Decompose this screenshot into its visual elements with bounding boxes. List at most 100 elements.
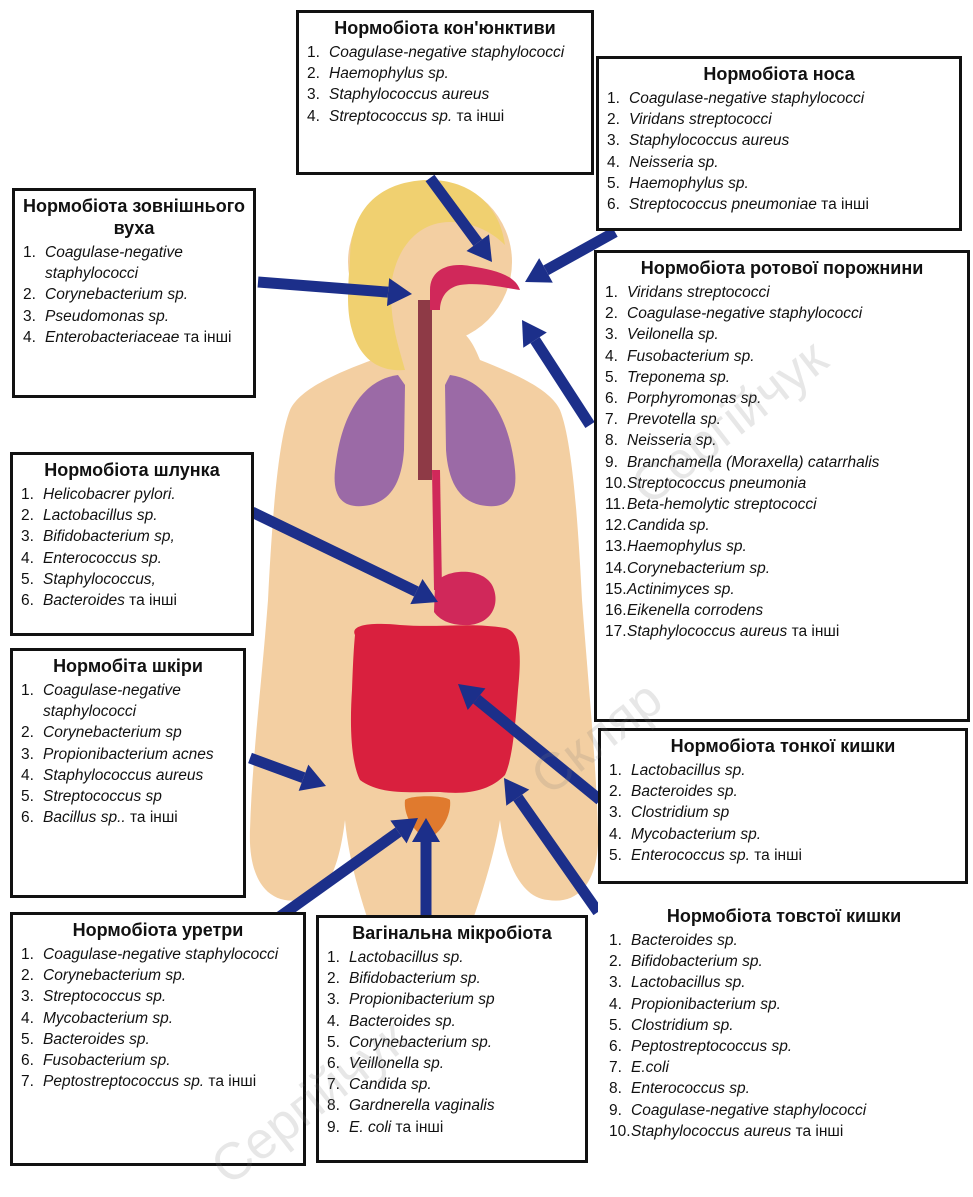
- species-name: Streptococcus sp.: [329, 108, 452, 125]
- item-number: 1.: [327, 947, 349, 968]
- item-number: 2.: [607, 109, 629, 130]
- species-name: Coagulase-negative staphylococci: [329, 44, 564, 61]
- box-urethra: Нормобіота уретри 1.Coagulase-negative s…: [10, 912, 306, 1166]
- species-name: Enterococcus sp.: [43, 550, 162, 567]
- item-number: 2.: [307, 63, 329, 84]
- microbe-item: 2.Bifidobacterium sp.: [609, 951, 959, 972]
- microbe-item: 6.Fusobacterium sp.: [21, 1050, 295, 1071]
- species-name: Bifidobacterium sp.: [631, 953, 763, 970]
- species-name: Bacteroides: [43, 592, 125, 609]
- microbe-item: 2.Corynebacterium sp.: [23, 284, 245, 305]
- species-name: Corynebacterium sp.: [627, 560, 770, 577]
- microbe-item: 8.Gardnerella vaginalis: [327, 1095, 577, 1116]
- microbe-item: 4.Enterococcus sp.: [21, 548, 243, 569]
- species-name: Enterococcus sp.: [631, 1080, 750, 1097]
- species-name: Mycobacterium sp.: [631, 826, 761, 843]
- species-name: Haemophylus sp.: [329, 65, 449, 82]
- microbe-item: 8.Enterococcus sp.: [609, 1078, 959, 1099]
- microbe-item: 2.Coagulase-negative staphylococci: [605, 303, 959, 324]
- item-number: 5.: [607, 173, 629, 194]
- species-name: E. coli: [349, 1119, 391, 1136]
- species-name: Clostridium sp.: [631, 1017, 734, 1034]
- microbe-item: 13.Haemophylus sp.: [605, 536, 959, 557]
- species-name: Streptococcus sp.: [43, 988, 166, 1005]
- item-number: 7.: [21, 1071, 43, 1092]
- item-number: 3.: [605, 324, 627, 345]
- species-name: Fusobacterium sp.: [43, 1052, 171, 1069]
- species-name: Candida sp.: [627, 517, 710, 534]
- species-name: Staphylococcus,: [43, 571, 156, 588]
- species-name: Enterococcus sp.: [631, 847, 750, 864]
- microbe-item: 12.Candida sp.: [605, 515, 959, 536]
- item-number: 2.: [327, 968, 349, 989]
- microbe-item: 9.Branchamella (Moraxella) catarrhalis: [605, 452, 959, 473]
- box-skin: Нормобіта шкіри 1.Coagulase-negative sta…: [10, 648, 246, 898]
- species-name: Lactobacillus sp.: [43, 507, 158, 524]
- item-number: 10.: [605, 473, 627, 494]
- microbe-item: 1.Coagulase-negative staphylococci: [21, 680, 235, 722]
- microbe-item: 2.Bifidobacterium sp.: [327, 968, 577, 989]
- species-name: Pseudomonas sp.: [45, 308, 169, 325]
- species-name: Staphylococcus aureus: [43, 767, 203, 784]
- microbe-item: 9.E. coli та інші: [327, 1117, 577, 1138]
- species-name: Mycobacterium sp.: [43, 1010, 173, 1027]
- species-name: Lactobacillus sp.: [631, 762, 746, 779]
- species-name: Staphylococcus aureus: [627, 623, 787, 640]
- item-number: 5.: [21, 1029, 43, 1050]
- box-title: Нормобіота зовнішнього вуха: [23, 195, 245, 239]
- microbe-item: 10.Streptococcus pneumonia: [605, 473, 959, 494]
- species-name: E.coli: [631, 1059, 669, 1076]
- item-number: 5.: [21, 786, 43, 807]
- microbe-item: 7.E.coli: [609, 1057, 959, 1078]
- species-name: Branchamella (Moraxella) catarrhalis: [627, 454, 879, 471]
- microbe-item: 6.Peptostreptococcus sp.: [609, 1036, 959, 1057]
- species-name: Streptococcus pneumoniae: [629, 196, 817, 213]
- microbe-item: 2.Viridans streptococci: [607, 109, 951, 130]
- species-name: Bacteroides sp.: [349, 1013, 456, 1030]
- microbe-item: 3.Propionibacterium sp: [327, 989, 577, 1010]
- item-number: 17.: [605, 621, 627, 642]
- species-name: Enterobacteriaceae: [45, 329, 179, 346]
- species-name: Neisseria sp.: [629, 154, 719, 171]
- item-number: 1.: [21, 680, 43, 701]
- item-number: 6.: [21, 1050, 43, 1071]
- species-name: Propionibacterium acnes: [43, 746, 214, 763]
- microbe-item: 9.Coagulase-negative staphylococci: [609, 1100, 959, 1121]
- stomach-organ: [434, 572, 496, 625]
- box-small-intestine: Нормобіота тонкої кишки 1.Lactobacillus …: [598, 728, 968, 884]
- item-number: 4.: [307, 106, 329, 127]
- microbe-item: 6.Veillonella sp.: [327, 1053, 577, 1074]
- box-mouth: Нормобіота ротової порожнини 1.Viridans …: [594, 250, 970, 722]
- species-name: Streptococcus sp: [43, 788, 162, 805]
- species-name: Coagulase-negative staphylococci: [627, 305, 862, 322]
- item-number: 4.: [607, 152, 629, 173]
- item-number: 6.: [607, 194, 629, 215]
- species-name: Staphylococcus aureus: [329, 86, 489, 103]
- species-name: Eikenella corrodens: [627, 602, 763, 619]
- microbe-item: 1.Lactobacillus sp.: [609, 760, 957, 781]
- item-number: 2.: [21, 965, 43, 986]
- box-title: Нормобіота носа: [607, 63, 951, 85]
- microbe-item: 3.Pseudomonas sp.: [23, 306, 245, 327]
- box-title: Нормобіота ротової порожнини: [605, 257, 959, 279]
- species-name: Streptococcus pneumonia: [627, 475, 806, 492]
- microbe-item: 1.Viridans streptococci: [605, 282, 959, 303]
- item-number: 2.: [23, 284, 45, 305]
- species-name: Haemophylus sp.: [627, 538, 747, 555]
- microbe-item: 5.Staphylococcus,: [21, 569, 243, 590]
- microbe-item: 6.Streptococcus pneumoniae та інші: [607, 194, 951, 215]
- microbe-item: 4.Mycobacterium sp.: [609, 824, 957, 845]
- item-number: 2.: [21, 505, 43, 526]
- species-name: Bifidobacterium sp.: [349, 970, 481, 987]
- item-number: 5.: [609, 1015, 631, 1036]
- species-name: Propionibacterium sp: [349, 991, 495, 1008]
- species-name: Candida sp.: [349, 1076, 432, 1093]
- species-name: Corynebacterium sp.: [45, 286, 188, 303]
- item-number: 5.: [605, 367, 627, 388]
- species-name: Beta-hemolytic streptococci: [627, 496, 817, 513]
- item-number: 2.: [21, 722, 43, 743]
- microbe-item: 1.Bacteroides sp.: [609, 930, 959, 951]
- item-number: 7.: [609, 1057, 631, 1078]
- microbe-item: 7.Candida sp.: [327, 1074, 577, 1095]
